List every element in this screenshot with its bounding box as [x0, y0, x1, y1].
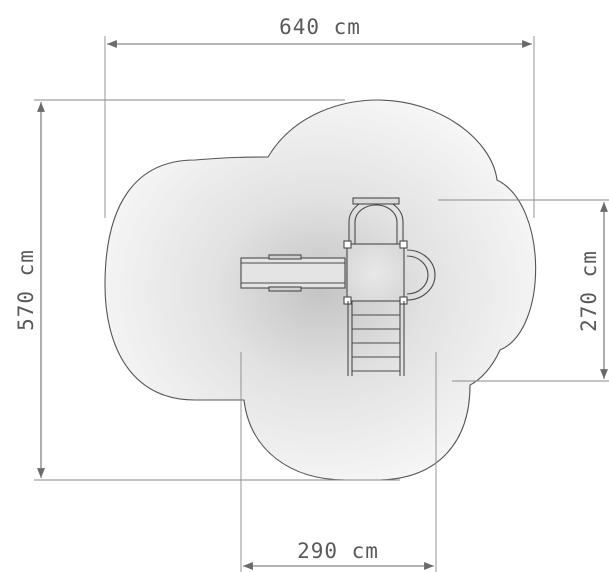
top-arch	[348, 197, 404, 244]
dimension-label-top: 640 cm	[279, 15, 361, 39]
ladder	[347, 301, 405, 376]
deck-platform	[343, 240, 408, 305]
dimension-label-bottom: 290 cm	[297, 539, 379, 563]
playground-equipment	[240, 197, 436, 376]
dimension-label-left: 570 cm	[14, 249, 38, 331]
safety-zone-outline	[104, 99, 537, 481]
dimension-label-right: 270 cm	[577, 250, 601, 332]
side-arch	[406, 249, 436, 301]
slide	[240, 254, 346, 292]
